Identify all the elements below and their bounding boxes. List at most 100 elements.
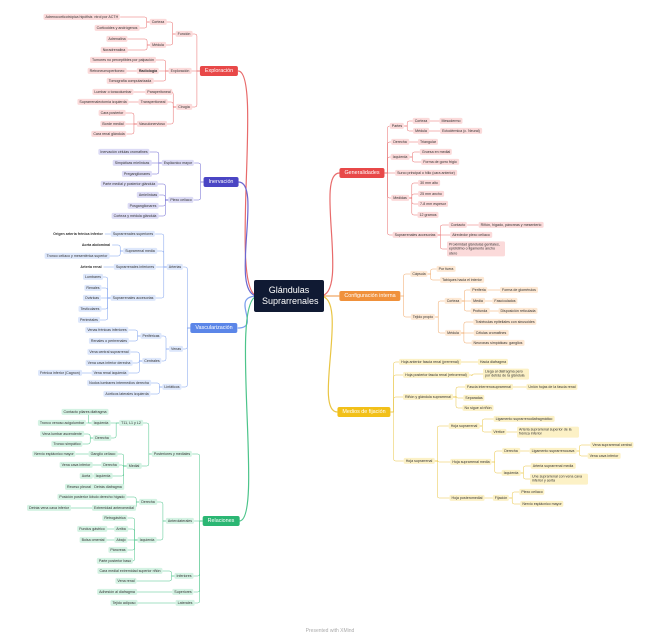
topic-contacto-pilares-diafragma[interactable]: Contacto pilares diafragma <box>61 408 109 416</box>
topic-tumores-no-perceptibles-por-palpacion[interactable]: Tumores no perceptibles por palpación <box>90 56 156 64</box>
topic-tabiques-hacia-el-interior[interactable]: Tabiques hacia el interior <box>440 276 484 284</box>
topic-derecha[interactable]: Derecha <box>139 498 157 506</box>
topic-venas[interactable]: Venas <box>169 345 183 353</box>
topic-vena-lumbar-ascendente[interactable]: Vena lumbar ascendente <box>40 430 84 438</box>
topic-25-mm-ancho[interactable]: 25 mm ancho <box>418 190 444 198</box>
topic-pancreas[interactable]: Páncreas <box>108 546 128 554</box>
topic-renales-o-perirrenales[interactable]: Renales o perirrenales <box>88 337 130 345</box>
topic-testiculares[interactable]: Testiculares <box>78 305 102 313</box>
topic-bolsa-omental[interactable]: Bolsa omental <box>79 536 107 544</box>
topic-rinon-higado-pancreas-y-mesenterio[interactable]: Riñón, hígado, páncreas y mesenterio <box>478 221 544 229</box>
topic-exploracion[interactable]: Exploración <box>168 67 192 75</box>
topic-hoja-posteromedial[interactable]: Hoja posteromedial <box>449 494 485 502</box>
topic-hacia-diafragma[interactable]: Hacia diafragma <box>477 358 509 366</box>
topic-posganglionares[interactable]: Posganglionares <box>127 202 159 210</box>
topic-llega-al-diafragma-pero-por-detras-de-la[interactable]: Llega al diafragma pero por detrás de la… <box>483 368 529 380</box>
topic-receso-pleural[interactable]: Receso pleural <box>65 483 93 491</box>
topic-noradrenalina[interactable]: Noradrenalina <box>100 46 128 54</box>
topic-cirugia[interactable]: Cirugía <box>176 103 192 111</box>
topic-nervio-esplacnico-mayor[interactable]: Nervio esplácnico mayor <box>520 500 564 508</box>
topic-ganglio-celiaco[interactable]: Ganglio celíaco <box>88 450 118 458</box>
topic-izquierda[interactable]: Izquierda <box>91 419 111 427</box>
central-topic[interactable]: Glándulas Suprarrenales <box>254 280 324 312</box>
topic-adrenocorticotropica-hipofisis[interactable]: Adrenocorticotrópica hipófisis <box>43 13 95 21</box>
topic-fascia-interrenosuprarrenal[interactable]: Fascia interrenosuprarrenal <box>465 383 513 391</box>
topic-vena-central-suprarrenal[interactable]: Vena central suprarrenal <box>87 348 131 356</box>
topic-por-fuera[interactable]: Por fuera <box>436 265 456 273</box>
topic-amielinicas[interactable]: Amielínicas <box>136 191 160 199</box>
topic-parte-posterior-baso[interactable]: Parte posterior baso <box>96 557 134 565</box>
topic-medula[interactable]: Médula <box>150 41 166 49</box>
topic-retroneumoperitoneo[interactable]: Retroneumoperitoneo <box>87 67 127 75</box>
topic-aorticos-laterales-izquierda[interactable]: Aórticos laterales izquierda <box>103 390 151 398</box>
topic-forma-de-gorro-frigio[interactable]: Forma de gorro frigio <box>421 158 459 166</box>
topic-mesodermo[interactable]: Mesodermo <box>439 117 463 125</box>
topic-forma-de-glomerulos[interactable]: Forma de glomérulos <box>500 286 538 294</box>
topic-neuronas-simpaticas-ganglios[interactable]: Neuronas simpáticas: ganglios <box>471 339 525 347</box>
topic-gruesa-en-medial[interactable]: Gruesa en medial <box>419 148 453 156</box>
topic-borde-medial[interactable]: Borde medial <box>100 120 126 128</box>
topic-ligamento-suprarrenodiafragmatico[interactable]: Ligamento suprarrenodiafragmático <box>493 415 555 423</box>
topic-venas-frenicas-inferiores[interactable]: Venas frénicas inferiores <box>85 326 129 334</box>
topic-trabeculas-epiteliales-con-sinusoides[interactable]: Trabéculas epiteliales con sinusoides <box>473 318 537 326</box>
topic-corteza[interactable]: Corteza <box>444 297 462 305</box>
topic-arteria-renal[interactable]: Arteria renal <box>80 264 102 269</box>
topic-abajo[interactable]: Abajo <box>114 536 128 544</box>
topic-nervio-esplacnico-mayor[interactable]: Nervio esplácnico mayor <box>32 450 76 458</box>
branch-medios-de-fijacion[interactable]: Medios de fijación <box>337 407 391 417</box>
topic-vasculonervioso[interactable]: Vasculonervioso <box>136 120 168 128</box>
topic-surco-principal-o-hilio-cara-anterior[interactable]: Surco principal o hilio (cara anterior) <box>395 169 457 177</box>
topic-proximidad-glandulas-genitales-epididimo[interactable]: Proximidad glándulas genitales, epidídim… <box>447 241 505 257</box>
topic-medula[interactable]: Médula <box>445 329 461 337</box>
topic-7-8-mm-espesor[interactable]: 7-8 mm espesor <box>418 200 448 208</box>
topic-izquierda[interactable]: Izquierda <box>390 153 410 161</box>
topic-aorta-abdominal[interactable]: Aorta abdominal <box>81 242 111 247</box>
topic-corteza[interactable]: Corteza <box>412 117 430 125</box>
topic-vena-suprarrenal-central[interactable]: Vena suprarrenal central <box>590 441 634 449</box>
topic-cara-medial-extremidad-superior-rinon[interactable]: Cara medial extremidad superior riñón <box>97 567 163 575</box>
topic-medula[interactable]: Médula <box>413 127 429 135</box>
topic-rinon-y-glandula-suprarrenal[interactable]: Riñón y glándula suprarrenal <box>403 393 453 401</box>
topic-simpaticas-mielinicas[interactable]: Simpáticas mielínicas <box>112 159 152 167</box>
topic-perimeales[interactable]: Periméales <box>78 316 100 324</box>
topic-arterias[interactable]: Arterias <box>166 263 184 271</box>
topic-adhesion-al-diafragma[interactable]: Adhesión al diafragma <box>97 588 137 596</box>
topic-paraperitoneal[interactable]: Paraperitoneal <box>145 88 173 96</box>
topic-corticoides-y-androgenos[interactable]: Corticoides y andrógenos <box>94 24 140 32</box>
topic-tronco-celiaco-y-mesenterica-superior[interactable]: Tronco celíaco y mesentérica superior <box>44 252 110 260</box>
branch-exploracion[interactable]: Exploración <box>199 66 239 76</box>
topic-vertice[interactable]: Vértice <box>491 428 507 436</box>
topic-union-hojas-de-la-fascia-renal[interactable]: Unión hojas de la fascia renal <box>526 383 578 391</box>
topic-medial[interactable]: Medial <box>126 462 142 470</box>
topic-suprarrenales-accesorias[interactable]: Suprarrenales accesorias <box>110 294 156 302</box>
topic-anterolaterales[interactable]: Anterolaterales <box>165 517 195 525</box>
topic-profunda[interactable]: Profunda <box>470 307 490 315</box>
topic-origen-arteria-frenica-inferior[interactable]: Origen arteria frénica inferior <box>53 231 103 236</box>
topic-inferiores[interactable]: Inferiores <box>174 572 194 580</box>
branch-vascularizacion[interactable]: Vascularización <box>190 323 238 333</box>
branch-inervacion[interactable]: Inervación <box>203 177 239 187</box>
topic-hoja-posterior-fascia-renal-retrorrenal[interactable]: Hoja posterior fascia renal (retrorrenal… <box>403 371 469 379</box>
topic-ectodermica-c-neural[interactable]: Ectodérmica (c. Neural) <box>440 127 482 135</box>
topic-media[interactable]: Media <box>471 297 485 305</box>
topic-tomografia-computarizada[interactable]: Tomografía computarizada <box>106 77 154 85</box>
topic-plexo-celiaco[interactable]: Plexo celíaco <box>168 196 194 204</box>
topic-une-suprarrenal-con-vena-cava-inferior-y[interactable]: Une suprarrenal con vena cava inferior y… <box>530 473 588 485</box>
topic-retrogastrica[interactable]: Retrogástrica <box>102 514 128 522</box>
topic-nodos-lumbares-intermedios-derecha[interactable]: Nodos lumbares intermedios derecha <box>87 379 151 387</box>
topic-tronco-simpatico[interactable]: Tronco simpático <box>51 440 83 448</box>
topic-suprarrenal-media[interactable]: Suprarrenal media <box>123 247 157 255</box>
topic-corteza-y-medula-glandula[interactable]: Corteza y médula glándula <box>111 212 159 220</box>
topic-no-sigue-al-rinon[interactable]: No sigue al riñón <box>462 404 494 412</box>
topic-funcion[interactable]: Función <box>175 30 193 38</box>
topic-tejido-adiposo[interactable]: Tejido adiposo <box>110 599 138 607</box>
topic-hoja-suprarrenal-media[interactable]: Hoja suprarrenal media <box>450 458 492 466</box>
topic-extremidad-anteromedial[interactable]: Extremidad anteromedial <box>92 504 136 512</box>
topic-alrededor-plexo-celiaco[interactable]: Alrededor plexo celíaco <box>450 231 492 239</box>
topic-esplacnico-mayor[interactable]: Esplácnico mayor <box>161 159 195 167</box>
topic-cara-posterior[interactable]: Cara posterior <box>98 109 126 117</box>
topic-suprarrenalectomia-izquierda[interactable]: Suprarrenalectomía izquierda <box>77 98 129 106</box>
topic-derecha[interactable]: Derecha <box>93 434 111 442</box>
topic-izquierda[interactable]: Izquierda <box>501 469 521 477</box>
topic-hoja-suprarrenal[interactable]: Hoja suprarrenal <box>448 422 480 430</box>
